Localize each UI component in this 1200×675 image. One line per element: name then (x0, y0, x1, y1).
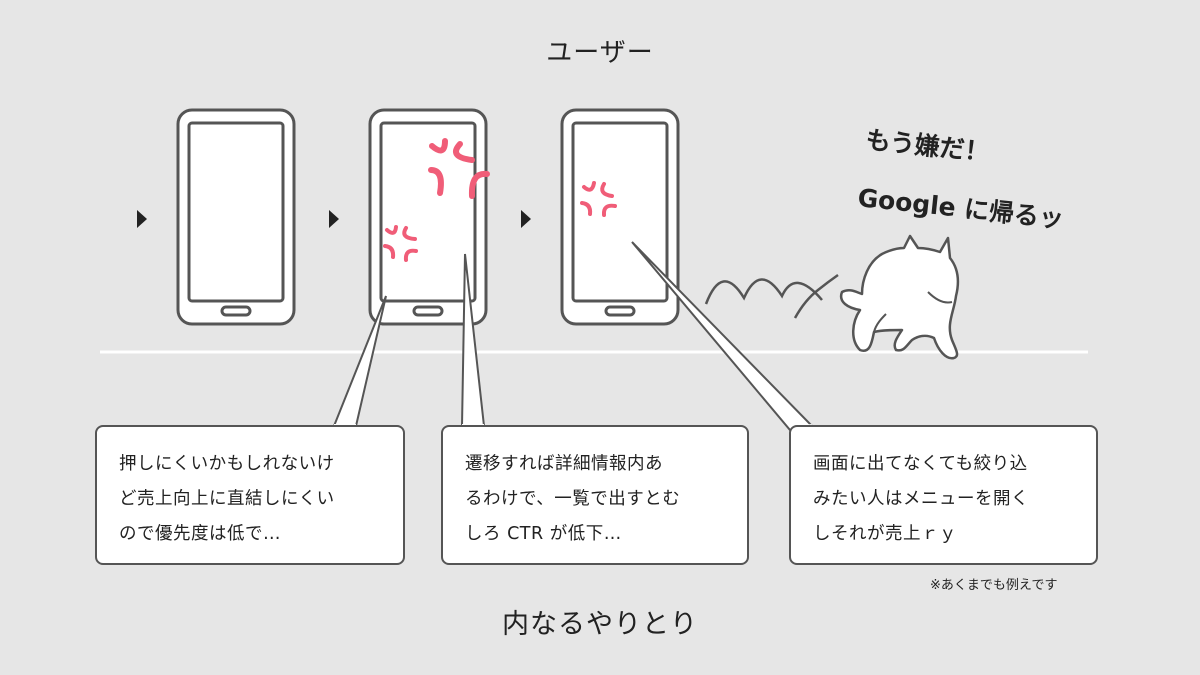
anger-mark-icon (580, 181, 617, 217)
anger-mark-icon (428, 138, 490, 199)
speech-pointer (332, 295, 387, 428)
footnote: ※あくまでも例えです (930, 578, 1058, 593)
speech-text-line: しろ CTR が低下… (465, 524, 622, 544)
phone-icon (368, 108, 488, 326)
speech-text-line: るわけで、一覧で出すとむ (465, 489, 681, 509)
speech-text-line: 画面に出てなくても絞り込 (813, 454, 1028, 474)
speech-bubble: 遷移すれば詳細情報内あ るわけで、一覧で出すとむ しろ CTR が低下… (441, 425, 749, 565)
title-inner-exchange: 内なるやりとり (502, 609, 698, 640)
play-arrow-icon (137, 210, 147, 228)
speech-text-line: ので優先度は低で… (119, 524, 281, 544)
speech-text-line: 遷移すれば詳細情報内あ (465, 454, 663, 474)
speech-pointer (631, 241, 815, 432)
motion-lines-icon (793, 273, 839, 319)
cat-icon (839, 234, 960, 360)
speech-text-line: 押しにくいかもしれないけ (119, 454, 335, 474)
speech-bubble: 画面に出てなくても絞り込 みたい人はメニューを開く しそれが売上ｒｙ (789, 425, 1098, 565)
speech-text-line: みたい人はメニューを開く (813, 489, 1029, 509)
speech-text-line: ど売上向上に直結しにくい (119, 489, 335, 509)
speech-bubble: 押しにくいかもしれないけ ど売上向上に直結しにくい ので優先度は低で… (95, 425, 405, 565)
anger-mark-icon (383, 225, 418, 262)
phone-icon (560, 108, 680, 326)
motion-lines-icon (704, 278, 823, 305)
play-arrow-icon (521, 210, 531, 228)
title-user: ユーザー (546, 38, 654, 68)
play-arrow-icon (329, 210, 339, 228)
phone-icon (176, 108, 296, 326)
speech-text-line: しそれが売上ｒｙ (813, 524, 957, 544)
